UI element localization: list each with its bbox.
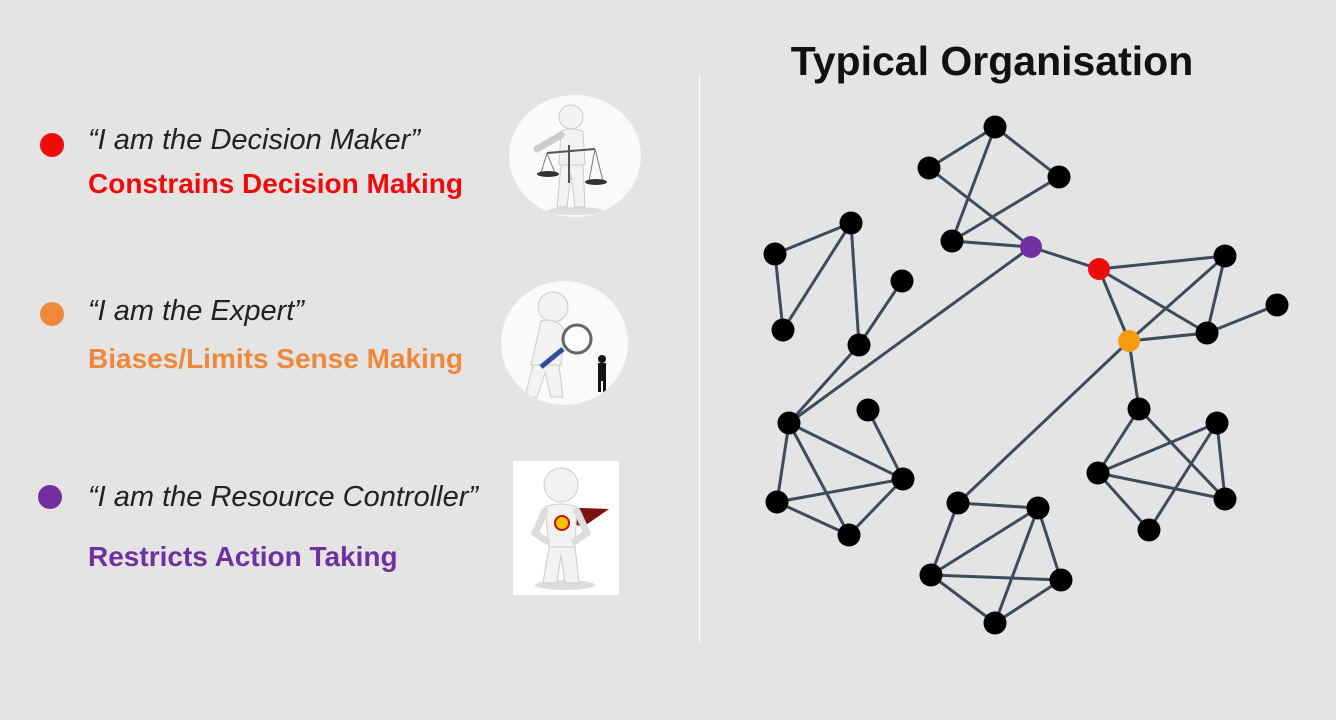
network-node bbox=[983, 611, 1007, 635]
network-node bbox=[1137, 518, 1161, 542]
vertical-divider bbox=[699, 75, 700, 642]
network-node bbox=[1026, 496, 1050, 520]
network-edge bbox=[787, 343, 861, 425]
network-edge bbox=[1098, 254, 1226, 271]
network-node bbox=[765, 490, 789, 514]
network-node bbox=[891, 467, 915, 491]
network-edge bbox=[776, 477, 904, 504]
orange-bullet-icon bbox=[40, 302, 64, 326]
network-edge bbox=[1096, 408, 1141, 474]
network-node bbox=[763, 242, 787, 266]
magnifying-glass-figure-icon bbox=[501, 281, 628, 405]
highlighted-network-node bbox=[1020, 236, 1042, 258]
network-node bbox=[919, 563, 943, 587]
network-edge bbox=[1097, 421, 1218, 475]
network-edge bbox=[1206, 303, 1278, 335]
network-edge bbox=[788, 245, 1032, 425]
network-edge bbox=[993, 507, 1040, 624]
red-bullet-icon bbox=[40, 133, 64, 157]
purple-bullet-icon bbox=[38, 485, 62, 509]
expert-quote: “I am the Expert” bbox=[88, 295, 304, 327]
network-node bbox=[847, 333, 871, 357]
network-node bbox=[777, 411, 801, 435]
network-node bbox=[1213, 487, 1237, 511]
diagram-title: Typical Organisation bbox=[790, 38, 1194, 84]
network-edge bbox=[1097, 471, 1226, 501]
network-node bbox=[1213, 244, 1237, 268]
network-edge bbox=[950, 126, 997, 242]
network-node bbox=[940, 229, 964, 253]
network-node bbox=[1086, 461, 1110, 485]
network-edge bbox=[928, 166, 1032, 249]
network-node bbox=[1127, 397, 1151, 421]
network-edge bbox=[930, 506, 1039, 577]
superhero-figure-icon bbox=[513, 461, 619, 595]
network-edge bbox=[1128, 254, 1226, 343]
network-edge bbox=[774, 221, 852, 256]
network-edge bbox=[994, 578, 1062, 625]
network-edge bbox=[781, 222, 853, 331]
network-node bbox=[1195, 321, 1219, 345]
network-node bbox=[839, 211, 863, 235]
network-edge bbox=[951, 175, 1060, 243]
network-edge bbox=[1096, 471, 1151, 532]
network-edge bbox=[929, 502, 960, 576]
network-node bbox=[1205, 411, 1229, 435]
network-edge bbox=[775, 422, 791, 503]
network-edge bbox=[1137, 407, 1227, 501]
network-edge bbox=[857, 280, 904, 346]
network-edge bbox=[1036, 507, 1063, 581]
balance-scale-figure-icon bbox=[509, 95, 641, 217]
network-edge bbox=[930, 573, 1062, 582]
network-edge bbox=[957, 501, 1039, 510]
network-edge bbox=[787, 422, 851, 536]
network-edge bbox=[1098, 267, 1208, 335]
network-edge bbox=[866, 409, 905, 480]
resource-controller-quote: “I am the Resource Controller” bbox=[88, 481, 479, 513]
network-edge bbox=[930, 573, 996, 625]
highlighted-network-node bbox=[1118, 330, 1140, 352]
network-edge bbox=[773, 253, 785, 331]
network-node bbox=[946, 491, 970, 515]
network-edge bbox=[1147, 422, 1219, 531]
network-node bbox=[983, 115, 1007, 139]
network-node bbox=[771, 318, 795, 342]
network-node bbox=[1047, 165, 1071, 189]
network-node bbox=[837, 523, 861, 547]
network-edge bbox=[1215, 422, 1227, 500]
network-edge bbox=[956, 339, 1131, 505]
resource-controller-effect: Restricts Action Taking bbox=[88, 541, 398, 572]
network-edge bbox=[788, 421, 904, 481]
network-edge bbox=[776, 500, 850, 537]
network-edge bbox=[849, 222, 861, 346]
network-node bbox=[890, 269, 914, 293]
network-node bbox=[1265, 293, 1289, 317]
network-edge bbox=[928, 125, 996, 170]
decision-maker-effect: Constrains Decision Making bbox=[88, 168, 463, 199]
network-edge bbox=[1128, 331, 1208, 343]
network-edge bbox=[951, 239, 1032, 249]
highlighted-network-node bbox=[1088, 258, 1110, 280]
network-edge bbox=[1205, 255, 1227, 334]
network-edge bbox=[994, 125, 1060, 179]
expert-effect: Biases/Limits Sense Making bbox=[88, 343, 464, 374]
network-edge bbox=[1030, 245, 1100, 271]
network-edge bbox=[847, 477, 905, 537]
network-node bbox=[917, 156, 941, 180]
network-edge bbox=[1097, 268, 1131, 342]
network-node bbox=[1049, 568, 1073, 592]
decision-maker-quote: “I am the Decision Maker” bbox=[88, 124, 420, 156]
network-node bbox=[856, 398, 880, 422]
